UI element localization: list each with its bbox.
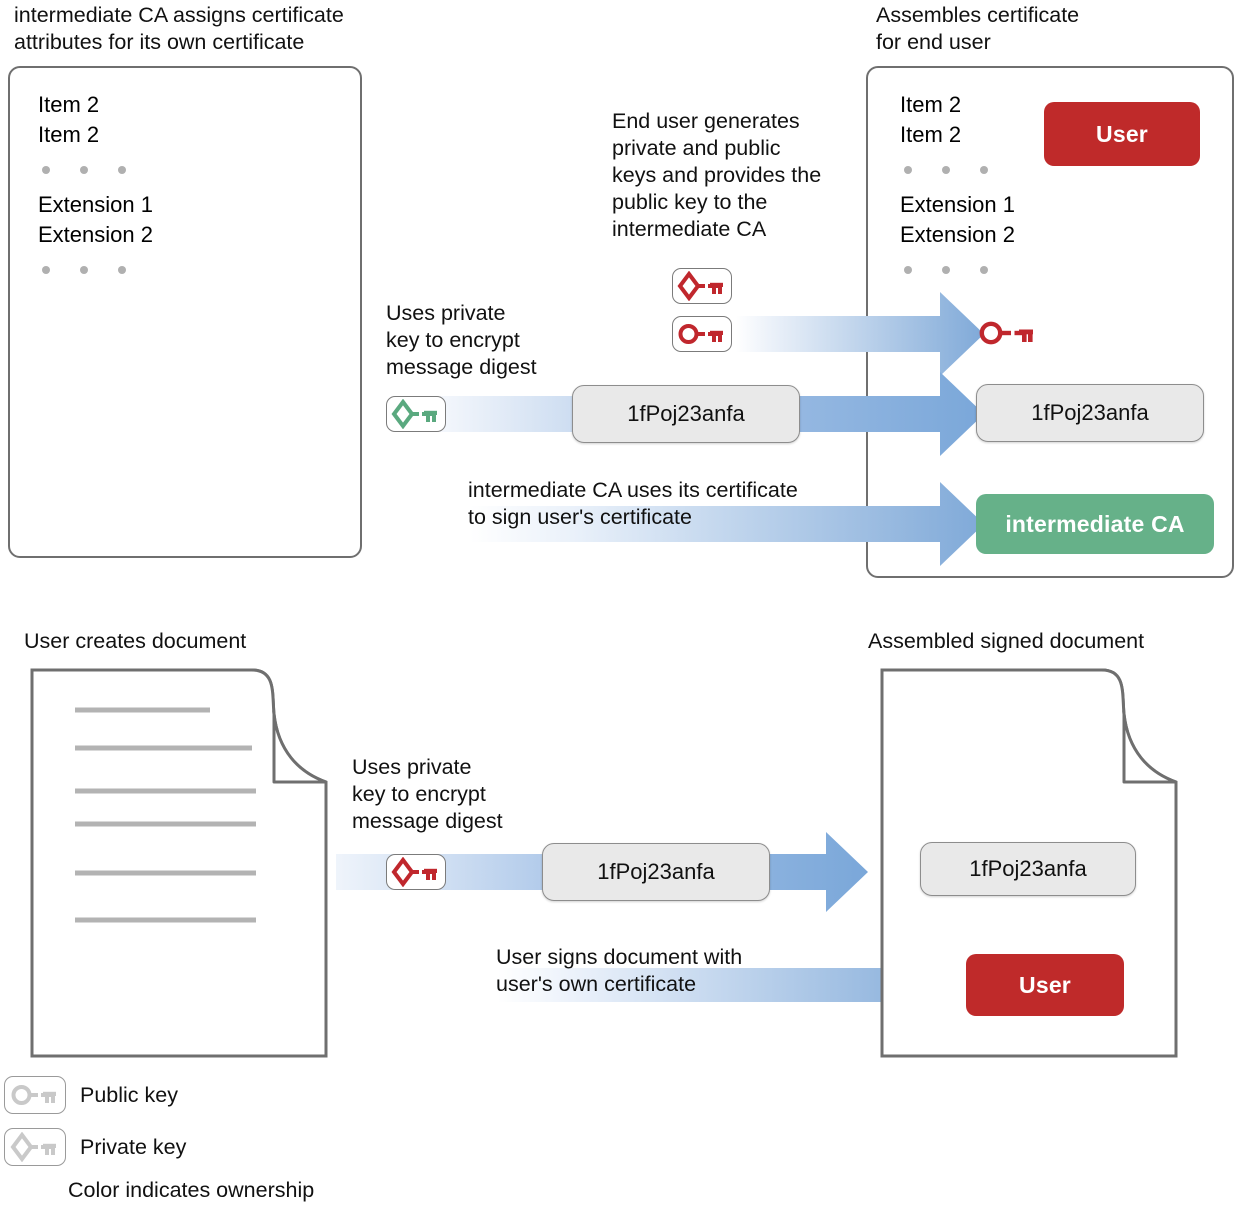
legend-public-key: Public key — [4, 1076, 178, 1114]
dot — [42, 266, 50, 274]
user-signing-arrow — [498, 945, 970, 1025]
legend-footnote: Color indicates ownership — [68, 1178, 315, 1202]
left-cert-line-2: Item 2 — [38, 122, 100, 147]
right-cert-content: Item 2 Item 2 Extension 1 Extension 2 — [900, 90, 1015, 274]
note-uses-private-key-top: Uses private key to encrypt message dige… — [386, 301, 537, 379]
intermediate-ca-certificate-box: Item 2 Item 2 Extension 1 Extension 2 — [8, 66, 362, 558]
public-key-icon-red-box[interactable] — [672, 316, 732, 352]
assembled-document-digest-chip: 1fPoj23anfa — [920, 842, 1136, 896]
document-text-lines — [75, 707, 256, 923]
left-cert-extension-1: Extension 1 — [38, 192, 153, 217]
note-uses-private-key-bottom: Uses private key to encrypt message dige… — [352, 755, 503, 833]
legend-private-key: Private key — [4, 1128, 186, 1166]
legend-private-key-label: Private key — [80, 1134, 187, 1159]
right-cert-intermediate-ca-badge[interactable]: intermediate CA — [976, 494, 1214, 554]
public-key-icon-gray-box — [4, 1076, 66, 1114]
dot — [80, 266, 88, 274]
right-cert-user-badge[interactable]: User — [1044, 102, 1200, 166]
private-key-glyph-red-bottom — [391, 857, 437, 887]
left-cert-dots-2 — [42, 266, 153, 274]
right-cert-extension-2: Extension 2 — [900, 222, 1015, 247]
dot — [118, 266, 126, 274]
note-end-user-generates: End user generates private and public ke… — [612, 109, 822, 241]
document-fold-corner — [251, 668, 328, 784]
private-key-glyph-red — [677, 271, 723, 301]
dot — [980, 266, 988, 274]
right-cert-dots-1 — [904, 166, 1015, 174]
right-cert-line-1: Item 2 — [900, 92, 962, 117]
top-left-caption: intermediate CA assigns certificate attr… — [14, 3, 344, 54]
private-key-glyph-green — [391, 399, 437, 429]
legend-public-key-label: Public key — [80, 1082, 178, 1107]
bottom-digest-chip: 1fPoj23anfa — [542, 843, 770, 901]
private-key-icon-gray-box — [4, 1128, 66, 1166]
note-user-signs-document: User signs document with user's own cert… — [496, 945, 743, 996]
left-cert-dots-1 — [42, 166, 153, 174]
dot — [42, 166, 50, 174]
left-cert-extension-2: Extension 2 — [38, 222, 153, 247]
left-cert-line-1: Item 2 — [38, 92, 100, 117]
document-fold-corner — [1101, 668, 1178, 784]
right-cert-line-2: Item 2 — [900, 122, 962, 147]
left-cert-content: Item 2 Item 2 Extension 1 Extension 2 — [38, 90, 153, 274]
top-right-caption: Assembles certificate for end user — [876, 3, 1080, 54]
right-cert-extension-1: Extension 1 — [900, 192, 1015, 217]
private-key-icon-red-box-bottom[interactable] — [386, 854, 446, 890]
public-key-transfer-arrow — [736, 292, 984, 376]
note-ca-signs-user-certificate: intermediate CA uses its certificate to … — [468, 478, 798, 529]
public-key-icon-red — [978, 316, 1036, 355]
dot — [904, 166, 912, 174]
dot — [80, 166, 88, 174]
private-key-icon-green-box[interactable] — [386, 396, 446, 432]
bottom-left-caption: User creates document — [24, 629, 247, 653]
public-key-glyph-gray — [11, 1085, 56, 1105]
public-key-glyph — [979, 321, 1033, 345]
dot — [904, 266, 912, 274]
dot — [942, 266, 950, 274]
user-document-page — [30, 668, 328, 1058]
private-key-icon-red-box[interactable] — [672, 268, 732, 304]
top-digest-chip: 1fPoj23anfa — [572, 385, 800, 443]
private-key-glyph-gray — [10, 1132, 56, 1162]
public-key-glyph-red — [678, 324, 723, 344]
ca-signing-arrow — [470, 482, 984, 566]
right-cert-dots-2 — [904, 266, 1015, 274]
dot — [980, 166, 988, 174]
assembled-document-user-badge[interactable]: User — [966, 954, 1124, 1016]
dot — [118, 166, 126, 174]
dot — [942, 166, 950, 174]
bottom-right-caption: Assembled signed document — [868, 629, 1145, 653]
right-cert-digest-chip: 1fPoj23anfa — [976, 384, 1204, 442]
